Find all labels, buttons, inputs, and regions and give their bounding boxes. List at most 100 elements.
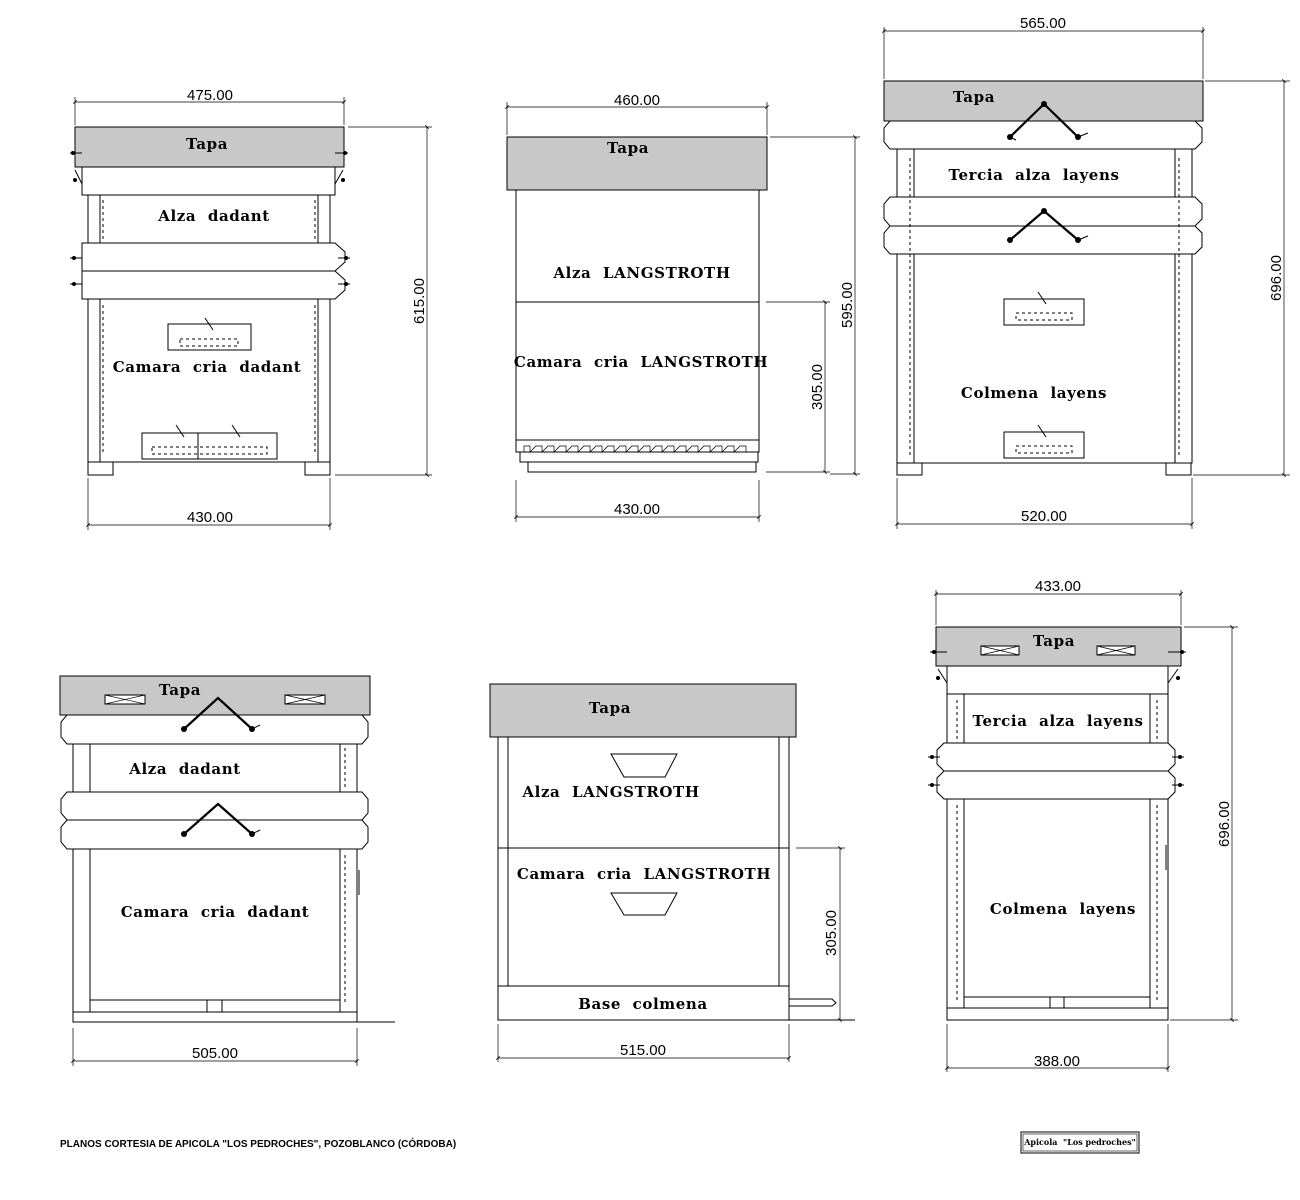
entrance-slot-icon: [1003, 291, 1085, 326]
latch-icon: [70, 256, 350, 286]
lid-rim: [883, 120, 1203, 150]
dimension-bottom: 430.00: [514, 480, 761, 522]
dimension-height: 696.00: [1193, 79, 1290, 477]
foot: [304, 461, 331, 476]
svg-text:515.00: 515.00: [620, 1042, 666, 1059]
super-label: Alza LANGSTROTH: [552, 264, 730, 282]
foot: [896, 462, 923, 476]
hive-layens-front: Tapa Tercia alza layens Colmena layens: [882, 15, 1290, 529]
lid-label: Tapa: [607, 139, 649, 157]
lid: [883, 80, 1204, 122]
svg-text:520.00: 520.00: [1021, 508, 1067, 525]
hand-hold-icon: [610, 892, 678, 916]
vent-icon: [980, 645, 1136, 656]
dimension-height: 615.00: [335, 125, 432, 477]
brood-label: Colmena layens: [961, 384, 1107, 402]
lid: [74, 126, 345, 168]
base-label: Base colmena: [578, 995, 708, 1013]
bottom-board: [89, 999, 341, 1013]
brood-box: [896, 253, 1193, 464]
svg-text:696.00: 696.00: [1268, 255, 1285, 301]
foot: [87, 461, 114, 476]
lid-label: Tapa: [589, 699, 631, 717]
super-label: Tercia alza layens: [972, 712, 1143, 730]
entrance-slot-icon: [167, 317, 252, 351]
brood-box: [515, 301, 760, 441]
bottom-board: [515, 439, 760, 473]
lid: [506, 136, 768, 191]
svg-text:430.00: 430.00: [187, 509, 233, 526]
super-box: [515, 189, 760, 303]
stamp-text: Apicola "Los pedroches": [1023, 1137, 1136, 1147]
dimension-bottom: 520.00: [895, 478, 1194, 529]
brood-box: [72, 848, 358, 1013]
dimension-bottom: 430.00: [86, 478, 332, 530]
latch-icon: [928, 755, 1184, 787]
svg-text:305.00: 305.00: [809, 364, 826, 410]
svg-text:565.00: 565.00: [1020, 15, 1066, 32]
svg-text:388.00: 388.00: [1034, 1053, 1080, 1070]
brood-label: Camara cria LANGSTROTH: [517, 865, 771, 883]
hive-langstroth-side: Tapa Alza LANGSTROTH Camara cria LANGSTR…: [489, 683, 855, 1062]
super-box: [87, 194, 331, 244]
hand-hold-icon: [610, 753, 678, 778]
dimension-brood: 305.00: [766, 300, 830, 474]
super-label: Alza dadant: [128, 760, 240, 778]
hive-langstroth-front: Tapa Alza LANGSTROTH Camara cria LANGSTR…: [505, 92, 860, 522]
lid-label: Tapa: [186, 135, 228, 153]
brood-box: [497, 847, 790, 987]
dimension-top: 475.00: [73, 87, 346, 125]
svg-text:595.00: 595.00: [839, 282, 856, 328]
dimension-top: 565.00: [882, 15, 1205, 79]
frame-rim: [81, 242, 346, 272]
landing-board: [788, 998, 837, 1007]
foot: [1165, 462, 1192, 476]
svg-text:505.00: 505.00: [192, 1045, 238, 1062]
stamp: Apicola "Los pedroches": [1020, 1131, 1140, 1154]
brood-label: Camara cria dadant: [113, 358, 301, 376]
svg-text:433.00: 433.00: [1035, 578, 1081, 595]
brood-label: Camara cria LANGSTROTH: [514, 353, 768, 371]
lid-rim: [81, 166, 336, 196]
latch-icon: [70, 151, 348, 185]
entrance-slot-icon: [1003, 424, 1085, 459]
lid: [489, 683, 797, 738]
svg-text:696.00: 696.00: [1216, 801, 1233, 847]
frame-rim: [936, 742, 1176, 772]
dimension-top: 433.00: [934, 578, 1183, 625]
lid-label: Tapa: [159, 681, 201, 699]
entrance-slot-icon: [141, 424, 278, 460]
hive-dadant-front: Tapa Alza dadant Camara cria dadant: [70, 87, 432, 530]
hive-layens-side: Tapa Tercia alza layens Colmena layens: [928, 578, 1238, 1072]
latch-icon: [930, 650, 1186, 684]
super-label: Tercia alza layens: [948, 166, 1119, 184]
super-box: [896, 148, 1193, 198]
handle-icon: [183, 802, 253, 835]
lid-rim: [60, 714, 369, 745]
dimension-top: 460.00: [505, 92, 769, 135]
base-box: [497, 985, 790, 1021]
dimension-bottom: 505.00: [71, 1028, 359, 1066]
svg-text:305.00: 305.00: [823, 910, 840, 956]
dimension-bottom: 515.00: [496, 1024, 791, 1062]
hive-dadant-side: Tapa Alza dadant Camara cria dadant 505.: [59, 675, 395, 1066]
svg-text:615.00: 615.00: [411, 278, 428, 324]
handle-icon: [183, 696, 253, 730]
dimension-height: 696.00: [1170, 625, 1238, 1022]
dimension-height: 595.00: [770, 135, 860, 476]
super-label: Alza LANGSTROTH: [521, 783, 699, 801]
lid-rim: [946, 665, 1169, 695]
brood-label: Colmena layens: [990, 900, 1136, 918]
brood-box: [946, 798, 1169, 1009]
super-label: Alza dadant: [157, 207, 269, 225]
svg-text:475.00: 475.00: [187, 87, 233, 104]
lid-label: Tapa: [1033, 632, 1075, 650]
super-box: [946, 693, 1169, 744]
brood-label: Camara cria dadant: [121, 903, 309, 921]
super-box: [72, 743, 358, 793]
dimension-bottom: 388.00: [945, 1024, 1170, 1072]
dimension-brood: 305.00: [796, 846, 845, 1022]
svg-text:460.00: 460.00: [614, 92, 660, 109]
vent-icon: [104, 694, 326, 705]
